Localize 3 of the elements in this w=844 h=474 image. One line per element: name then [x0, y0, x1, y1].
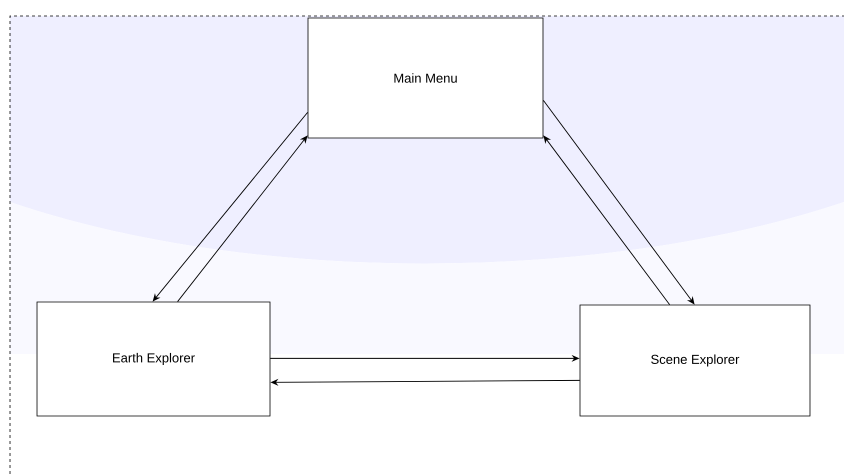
process-box: Earth Explorer	[36, 302, 270, 416]
process-box: Main Menu	[308, 18, 544, 138]
process-box: Scene Explorer	[580, 304, 810, 416]
